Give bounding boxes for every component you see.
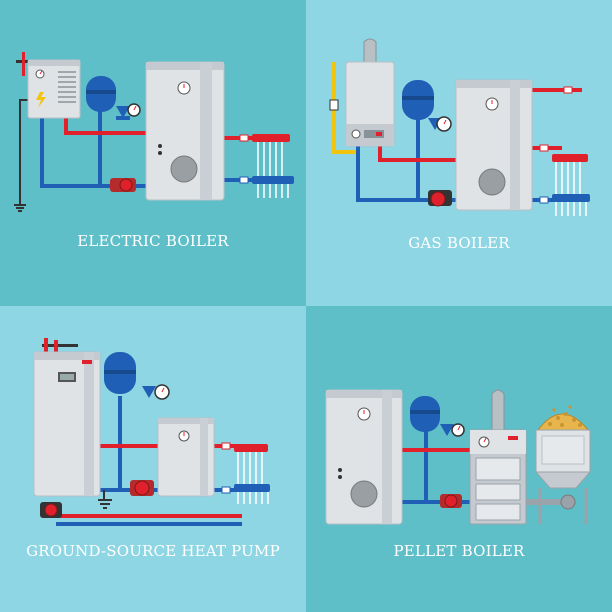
hot-manifold	[234, 444, 268, 484]
expansion-vessel	[402, 80, 434, 120]
pipe-valve-icons	[239, 134, 249, 184]
gas-valve-icon	[329, 99, 339, 111]
expansion-vessel	[410, 396, 440, 432]
flue-pipe	[491, 389, 505, 433]
hot-water-tank	[145, 61, 225, 201]
caption-electric-boiler: ELECTRIC BOILER	[77, 232, 229, 250]
hot-water-tank	[325, 389, 403, 525]
panel-electric-boiler: ELECTRIC BOILER	[0, 0, 306, 306]
pipe-valve-icons	[539, 86, 573, 204]
panel-ground-source-heat-pump: GROUND-SOURCE HEAT PUMP	[0, 306, 306, 612]
pellet-feed-auger	[526, 494, 576, 510]
hot-water-tank	[157, 417, 215, 497]
heat-pump-diagram	[33, 338, 270, 526]
gas-boiler-unit	[345, 61, 395, 147]
pellet-hopper	[534, 405, 592, 524]
caption-gas-boiler: GAS BOILER	[408, 234, 510, 252]
panel-pellet-boiler: PELLET BOILER	[306, 306, 612, 612]
cold-manifold	[234, 484, 270, 504]
circulation-pump-icon	[130, 480, 154, 496]
circulation-pump-icon	[110, 178, 136, 192]
gas-pipe	[332, 62, 358, 154]
cold-manifold	[552, 194, 590, 216]
panel-gas-boiler: GAS BOILER	[306, 0, 612, 306]
lightning-icon	[36, 92, 46, 108]
hot-manifold	[252, 134, 290, 176]
pipe-valve-icons	[221, 442, 231, 494]
cold-manifold	[252, 176, 294, 198]
hot-manifold	[552, 154, 588, 194]
expansion-vessel	[86, 76, 116, 112]
flue-pipe	[363, 38, 377, 63]
pellet-boiler-unit	[469, 429, 527, 525]
control-valve-icon	[42, 338, 78, 352]
ground-wire	[14, 99, 28, 212]
control-valve-icon	[16, 52, 32, 76]
circulation-pump-icon	[428, 190, 452, 207]
caption-ground-source-heat-pump: GROUND-SOURCE HEAT PUMP	[26, 542, 280, 560]
circulation-pump-icon	[440, 494, 462, 508]
pressure-gauge-icon	[428, 116, 452, 132]
heat-pump-unit	[33, 351, 101, 497]
gas-boiler-diagram	[329, 38, 590, 216]
pressure-gauge-icon	[440, 423, 465, 437]
pellet-boiler-diagram	[325, 389, 592, 525]
ground-wire	[98, 490, 112, 509]
pressure-gauge-icon	[142, 384, 170, 400]
electric-control-unit	[27, 59, 81, 119]
caption-pellet-boiler: PELLET BOILER	[393, 542, 525, 560]
hot-water-tank	[455, 79, 533, 211]
ground-loop-pump-icon	[40, 502, 62, 518]
pressure-gauge-icon	[116, 103, 141, 120]
electric-boiler-diagram	[14, 52, 294, 212]
expansion-vessel	[104, 352, 136, 394]
